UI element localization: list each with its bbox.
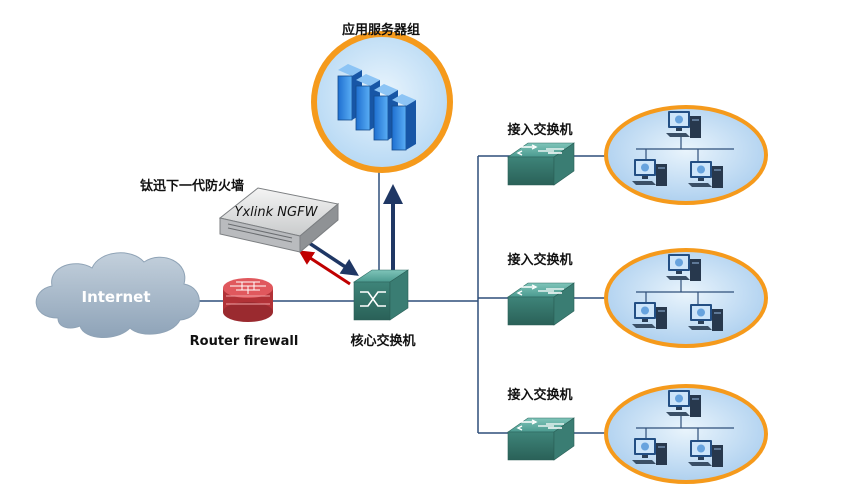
lan-group-1 — [606, 107, 766, 203]
access-switch-3 — [507, 417, 575, 461]
crossover-arrows-icon — [360, 291, 386, 307]
core-switch-label: 核心交换机 — [350, 333, 415, 349]
server-group — [311, 31, 453, 173]
ngfw-appliance: Yxlink NGFW — [218, 187, 340, 254]
internet-cloud: Internet — [35, 252, 200, 339]
firewall-brand: Yxlink NGFW — [235, 205, 319, 220]
access-switch-2-label: 接入交换机 — [507, 252, 572, 268]
firewall-label: 钛迅下一代防火墙 — [139, 178, 244, 194]
internet-label: Internet — [81, 288, 150, 306]
core-switch — [353, 269, 409, 321]
access-switch-1 — [507, 142, 575, 186]
lan-group-3 — [606, 386, 766, 482]
access-switch-3-label: 接入交换机 — [507, 387, 572, 403]
network-links — [175, 155, 606, 434]
arrow-core-to-firewall — [298, 250, 351, 286]
access-switch-1-label: 接入交换机 — [507, 122, 572, 138]
lan-group-2 — [606, 250, 766, 346]
router-firewall — [223, 278, 273, 322]
router-label: Router firewall — [190, 334, 299, 349]
brick-pattern-icon — [230, 281, 266, 294]
server-group-label: 应用服务器组 — [342, 22, 420, 38]
access-switch-2 — [507, 282, 575, 326]
server-rack-icon — [337, 64, 416, 151]
